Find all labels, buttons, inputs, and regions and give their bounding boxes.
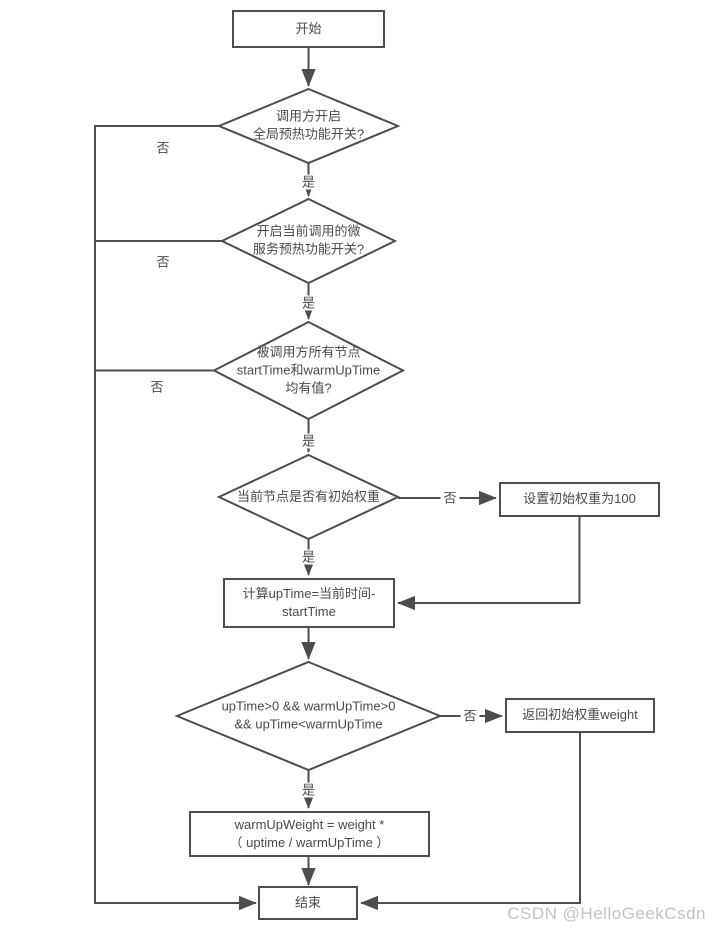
- process-warmup-weight-node: warmUpWeight = weight * （ uptime / warmU…: [189, 811, 430, 857]
- yes-label-global-switch: 是: [298, 174, 319, 190]
- decision-global-switch-shape: [216, 87, 401, 165]
- csdn-watermark: CSDN @HelloGeekCsdn: [507, 904, 706, 923]
- decision-service-switch-shape: [219, 197, 398, 285]
- decision-warmup-window-shape: [174, 660, 443, 772]
- edge-return-to-end: [360, 733, 581, 911]
- edge-set-weight-to-calc: [397, 517, 581, 611]
- decision-values-present-shape: [211, 320, 406, 421]
- process-return-weight-node: 返回初始权重weight: [505, 698, 655, 733]
- no-label-values-present: 否: [150, 379, 164, 395]
- process-set-initial-weight-node: 设置初始权重为100: [499, 482, 660, 517]
- decision-has-initial-weight-shape: [216, 453, 401, 541]
- yes-label-warmup-window: 是: [298, 782, 319, 798]
- no-label-global-switch: 否: [156, 140, 170, 156]
- edge-no-trunk-to-end: [94, 125, 257, 911]
- process-calc-uptime-node: 计算upTime=当前时间- startTime: [223, 578, 395, 628]
- no-label-warmup-window: 否: [460, 708, 480, 724]
- yes-label-has-initial-weight: 是: [298, 549, 319, 565]
- yes-label-values-present: 是: [298, 433, 319, 449]
- no-label-service-switch: 否: [156, 254, 170, 270]
- no-label-has-initial-weight: 否: [440, 490, 460, 506]
- end-node: 结束: [258, 886, 358, 920]
- yes-label-service-switch: 是: [298, 295, 319, 311]
- start-node: 开始: [232, 10, 385, 48]
